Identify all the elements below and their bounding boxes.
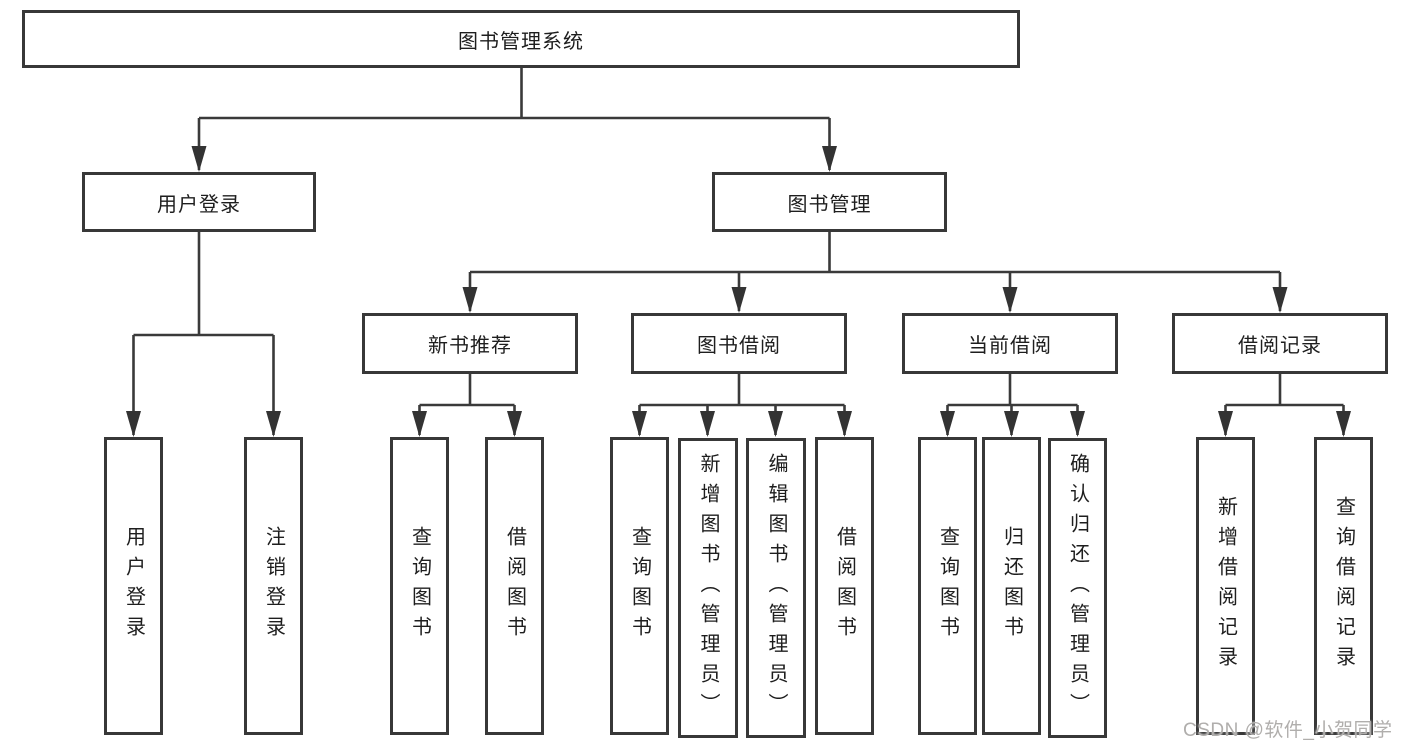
node-label: 查询借阅记录: [1332, 496, 1355, 676]
leaf-user-login: 用户登录: [104, 437, 163, 735]
leaf-add-books-admin: 新增图书（管理员）: [678, 438, 738, 738]
node-label: 确认归还（管理员）: [1066, 453, 1089, 723]
node-label: 借阅图书: [503, 526, 526, 646]
node-label: 图书借阅: [697, 335, 781, 357]
node-label: 当前借阅: [968, 335, 1052, 357]
leaf-query-books-recommend: 查询图书: [390, 437, 449, 735]
node-label: 注销登录: [262, 526, 285, 646]
node-label: 新增借阅记录: [1214, 496, 1237, 676]
csdn-watermark: CSDN @软件_小贺同学: [1183, 720, 1393, 741]
node-new-book-recommend: 新书推荐: [362, 313, 578, 374]
leaf-logout: 注销登录: [244, 437, 303, 735]
node-label: 图书管理: [787, 193, 872, 216]
node-label: 用户登录: [157, 193, 241, 216]
node-label: 编辑图书（管理员）: [765, 453, 787, 723]
node-book-borrow: 图书借阅: [631, 313, 847, 374]
leaf-query-books-current: 查询图书: [918, 437, 977, 735]
leaf-borrow-books-recommend: 借阅图书: [485, 437, 544, 735]
node-borrow-records: 借阅记录: [1172, 313, 1388, 374]
node-label: 查询图书: [628, 526, 651, 646]
node-label: 用户登录: [122, 526, 145, 646]
leaf-borrow-books: 借阅图书: [815, 437, 874, 735]
node-current-borrow: 当前借阅: [902, 313, 1118, 374]
leaf-confirm-return-admin: 确认归还（管理员）: [1048, 438, 1107, 738]
node-user-login-group: 用户登录: [82, 172, 316, 232]
node-label: 新增图书（管理员）: [697, 453, 719, 723]
leaf-edit-books-admin: 编辑图书（管理员）: [746, 438, 806, 738]
node-label: 查询图书: [936, 526, 959, 646]
leaf-add-borrow-record: 新增借阅记录: [1196, 437, 1255, 735]
node-book-management-group: 图书管理: [712, 172, 947, 232]
node-label: 归还图书: [1000, 526, 1023, 646]
node-label: 查询图书: [408, 526, 431, 646]
node-label: 新书推荐: [428, 335, 512, 357]
leaf-query-borrow-record: 查询借阅记录: [1314, 437, 1373, 735]
leaf-query-books-borrow: 查询图书: [610, 437, 669, 735]
node-label: 借阅图书: [833, 526, 856, 646]
node-label: 借阅记录: [1238, 335, 1322, 357]
leaf-return-books: 归还图书: [982, 437, 1041, 735]
node-root-library-system: 图书管理系统: [22, 10, 1020, 68]
node-label: 图书管理系统: [458, 30, 584, 53]
